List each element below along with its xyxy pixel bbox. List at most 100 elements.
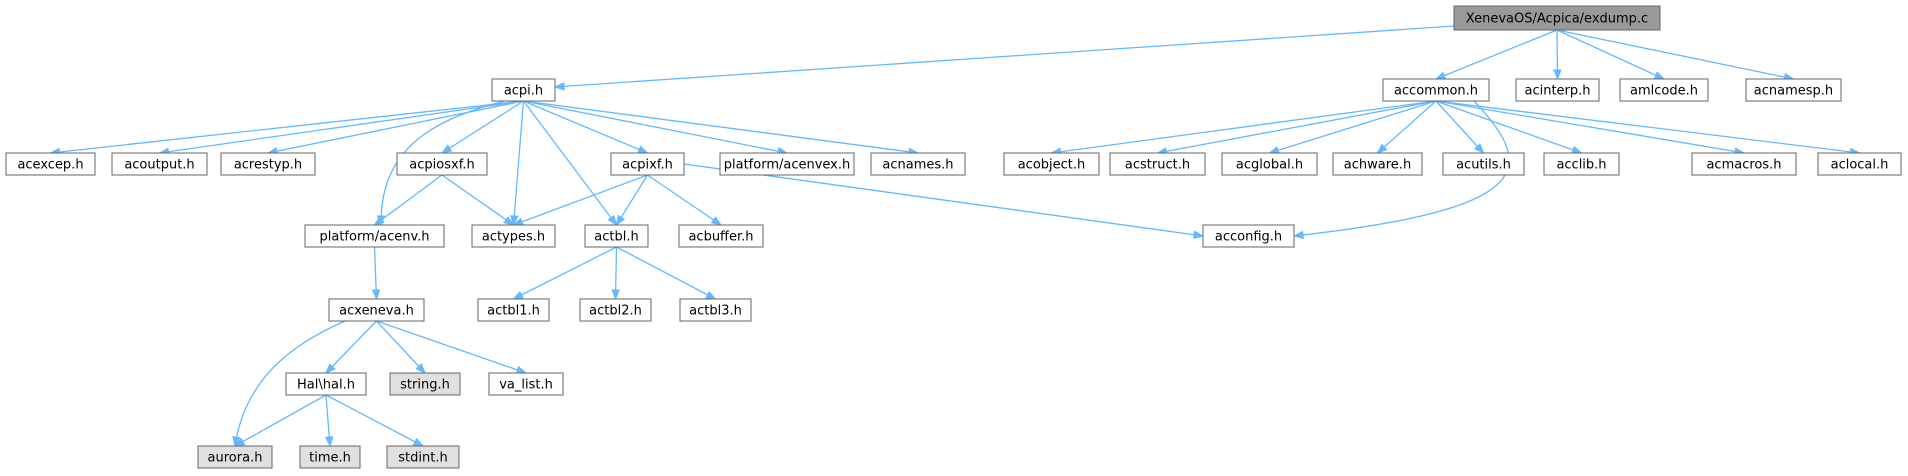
edge-accommon_h-to-acmacros_h: [1435, 100, 1745, 154]
node-acoutput-h[interactable]: acoutput.h: [111, 152, 208, 176]
arrowhead-acpi_h-to-acpixf_h: [637, 145, 649, 154]
edge-actbl_h-to-actbl1_h: [513, 246, 617, 300]
node-box: [389, 372, 461, 396]
node-hal-hal-h[interactable]: Hal\hal.h: [285, 372, 367, 396]
node-label: string.h: [400, 378, 450, 393]
node-box: [111, 152, 208, 176]
edge-acpi_h-to-acrestyp_h: [267, 100, 524, 154]
node-box: [1442, 152, 1525, 176]
node-box: [679, 298, 752, 322]
node-acbuffer-h[interactable]: acbuffer.h: [678, 224, 764, 248]
node-label: acpiosxf.h: [409, 158, 474, 173]
node-box: [1817, 152, 1902, 176]
node-box: [1619, 78, 1709, 102]
arrowhead-acxeneva_h-to-va_list_h: [515, 365, 528, 374]
arrowhead-acpixf_h-to-actbl_h: [615, 214, 626, 227]
node-label: acstruct.h: [1125, 158, 1190, 173]
node-actypes-h[interactable]: actypes.h: [471, 224, 556, 248]
arrowhead-actbl_h-to-actbl1_h: [512, 290, 524, 300]
node-acpiosxf-h[interactable]: acpiosxf.h: [396, 152, 488, 176]
node-box: [328, 298, 425, 322]
arrowhead-acpiosxf_h-to-platform_acenv_h: [373, 215, 385, 226]
node-acobject-h[interactable]: acobject.h: [1003, 152, 1100, 176]
node-platform-acenvex-h[interactable]: platform/acenvex.h: [719, 152, 855, 176]
node-box: [488, 372, 564, 396]
node-box: [396, 152, 488, 176]
node-aclocal-h[interactable]: aclocal.h: [1817, 152, 1902, 176]
node-box: [870, 152, 966, 176]
node-box: [386, 445, 460, 469]
node-box: [477, 298, 550, 322]
node-stdint-h: stdint.h: [386, 445, 460, 469]
node-acutils-h[interactable]: acutils.h: [1442, 152, 1525, 176]
node-acglobal-h[interactable]: acglobal.h: [1221, 152, 1318, 176]
node-box: [197, 445, 273, 469]
node-actbl-h[interactable]: actbl.h: [584, 224, 649, 248]
node-label: stdint.h: [398, 451, 447, 466]
node-acnamesp-h[interactable]: acnamesp.h: [1745, 78, 1842, 102]
node-actbl2-h[interactable]: actbl2.h: [579, 298, 652, 322]
arrowhead-acxeneva_h-to-string_h: [415, 363, 426, 375]
arrowhead-acpi_h-to-actbl_h: [607, 214, 618, 227]
arrowhead-root-to-amlcode_h: [1653, 71, 1666, 80]
node-acmacros-h[interactable]: acmacros.h: [1691, 152, 1797, 176]
node-box: [1109, 152, 1206, 176]
node-acrestyp-h[interactable]: acrestyp.h: [220, 152, 316, 176]
edge-actbl_h-to-actbl3_h: [616, 246, 716, 300]
node-label: acconfig.h: [1215, 230, 1282, 245]
node-acclib-h[interactable]: acclib.h: [1543, 152, 1620, 176]
edge-acpixf_h-to-actbl_h: [615, 174, 649, 226]
node-label: accommon.h: [1394, 84, 1478, 99]
node-label: amlcode.h: [1630, 84, 1698, 99]
node-label: acutils.h: [1456, 158, 1511, 173]
node-root[interactable]: XenevaOS/Acpica/exdump.c: [1453, 5, 1661, 31]
node-accommon-h[interactable]: accommon.h: [1382, 78, 1490, 102]
node-time-h: time.h: [299, 445, 361, 469]
edge-acxeneva_h-to-aurora_h: [234, 320, 346, 447]
node-label: acrestyp.h: [234, 158, 302, 173]
edge-hal_hal_h-to-aurora_h: [234, 394, 327, 447]
node-acexcep-h[interactable]: acexcep.h: [5, 152, 96, 176]
node-label: acbuffer.h: [688, 230, 753, 245]
node-actbl3-h[interactable]: actbl3.h: [679, 298, 752, 322]
node-acxeneva-h[interactable]: acxeneva.h: [328, 298, 425, 322]
node-amlcode-h[interactable]: amlcode.h: [1619, 78, 1709, 102]
node-actbl1-h[interactable]: actbl1.h: [477, 298, 550, 322]
node-box: [285, 372, 367, 396]
node-box: [5, 152, 96, 176]
node-platform-acenv-h[interactable]: platform/acenv.h: [304, 224, 445, 248]
arrowhead-actbl_h-to-actbl2_h: [611, 289, 620, 301]
node-aurora-h: aurora.h: [197, 445, 273, 469]
node-box: [471, 224, 556, 248]
node-box: [719, 152, 855, 176]
arrowhead-acpi_h-to-acpiosxf_h: [440, 144, 453, 154]
node-box: [678, 224, 764, 248]
edge-accommon_h-to-acclib_h: [1435, 100, 1582, 154]
node-label: acpixf.h: [622, 158, 673, 173]
node-acstruct-h[interactable]: acstruct.h: [1109, 152, 1206, 176]
node-va-list-h[interactable]: va_list.h: [488, 372, 564, 396]
edge-root-to-acnamesp_h: [1556, 29, 1794, 80]
arrowhead-hal_hal_h-to-stdint_h: [412, 437, 425, 447]
node-acpi-h[interactable]: acpi.h: [491, 78, 556, 102]
arrowhead-hal_hal_h-to-time_h: [325, 436, 334, 448]
node-box: [610, 152, 685, 176]
arrowhead-root-to-acpi_h: [553, 82, 565, 91]
edge-acpiosxf_h-to-actypes_h: [441, 174, 514, 226]
node-label: acglobal.h: [1236, 158, 1303, 173]
node-acpixf-h[interactable]: acpixf.h: [610, 152, 685, 176]
node-acinterp-h[interactable]: acinterp.h: [1515, 78, 1600, 102]
edge-acpixf_h-to-actypes_h: [513, 174, 648, 226]
node-label: va_list.h: [499, 378, 553, 393]
node-acnames-h[interactable]: acnames.h: [870, 152, 966, 176]
file-nodes: XenevaOS/Acpica/exdump.c acpi.h accommon.h…: [5, 5, 1902, 469]
edge-acpixf_h-to-acbuffer_h: [647, 174, 722, 226]
node-label: achware.h: [1344, 158, 1411, 173]
node-label: aurora.h: [208, 451, 263, 466]
node-achware-h[interactable]: achware.h: [1332, 152, 1423, 176]
dependency-edges: [49, 25, 1861, 448]
arrowhead-accommon_h-to-acconfig_h: [1292, 230, 1304, 240]
node-acconfig-h[interactable]: acconfig.h: [1202, 224, 1295, 248]
node-label: acoutput.h: [124, 158, 194, 173]
